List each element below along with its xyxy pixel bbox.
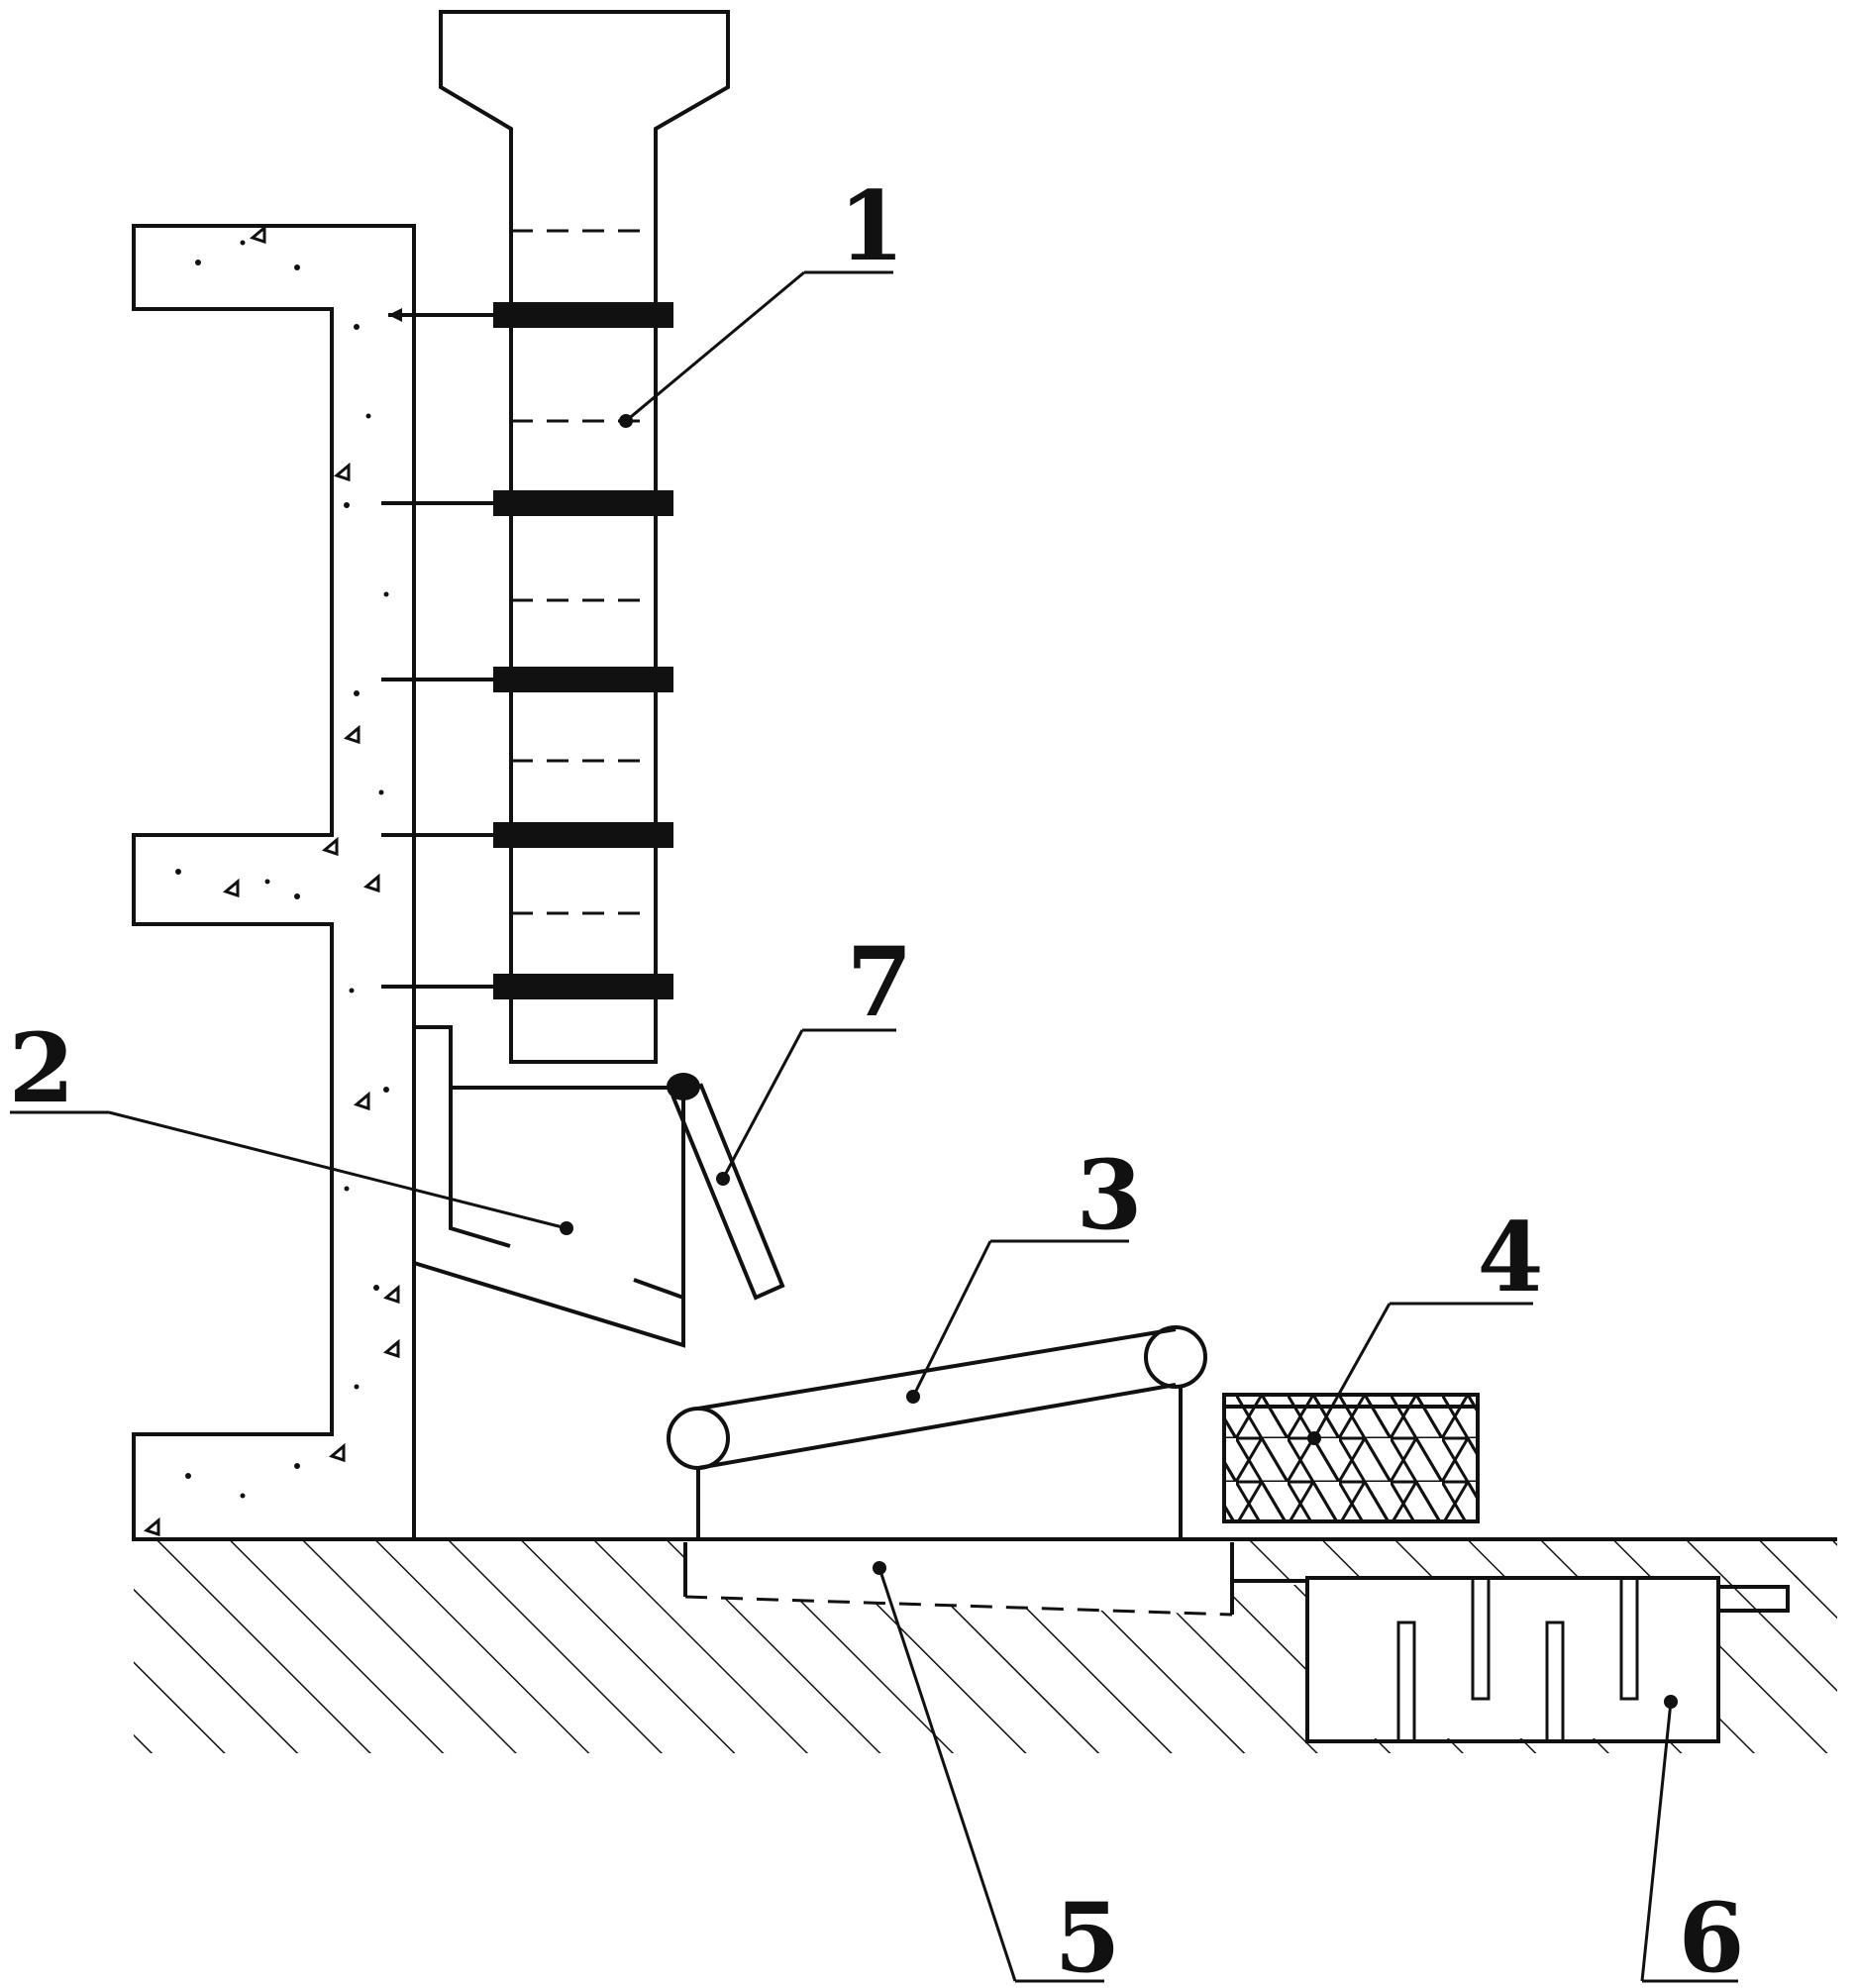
callout-2: 2: [9, 1012, 75, 1124]
settling-trench: [683, 1542, 1307, 1617]
anchor-clamps: [381, 302, 673, 999]
concrete-wall: [132, 224, 416, 1541]
vertical-chute: [439, 10, 730, 1064]
callout-1: 1: [839, 170, 905, 282]
collection-crate: [1222, 1393, 1480, 1523]
sedimentation-tank: [1305, 1576, 1790, 1743]
callout-6: 6: [1679, 1882, 1745, 1988]
belt-conveyor: [667, 1325, 1207, 1539]
callout-4: 4: [1478, 1202, 1544, 1313]
callout-5: 5: [1055, 1882, 1121, 1988]
callout-3: 3: [1077, 1139, 1143, 1251]
discharge-flap: [667, 1073, 785, 1301]
callout-7: 7: [847, 926, 913, 1038]
collection-hopper: [413, 1025, 685, 1348]
ground: [134, 1537, 1837, 1753]
leader-lines: [10, 270, 1738, 1983]
